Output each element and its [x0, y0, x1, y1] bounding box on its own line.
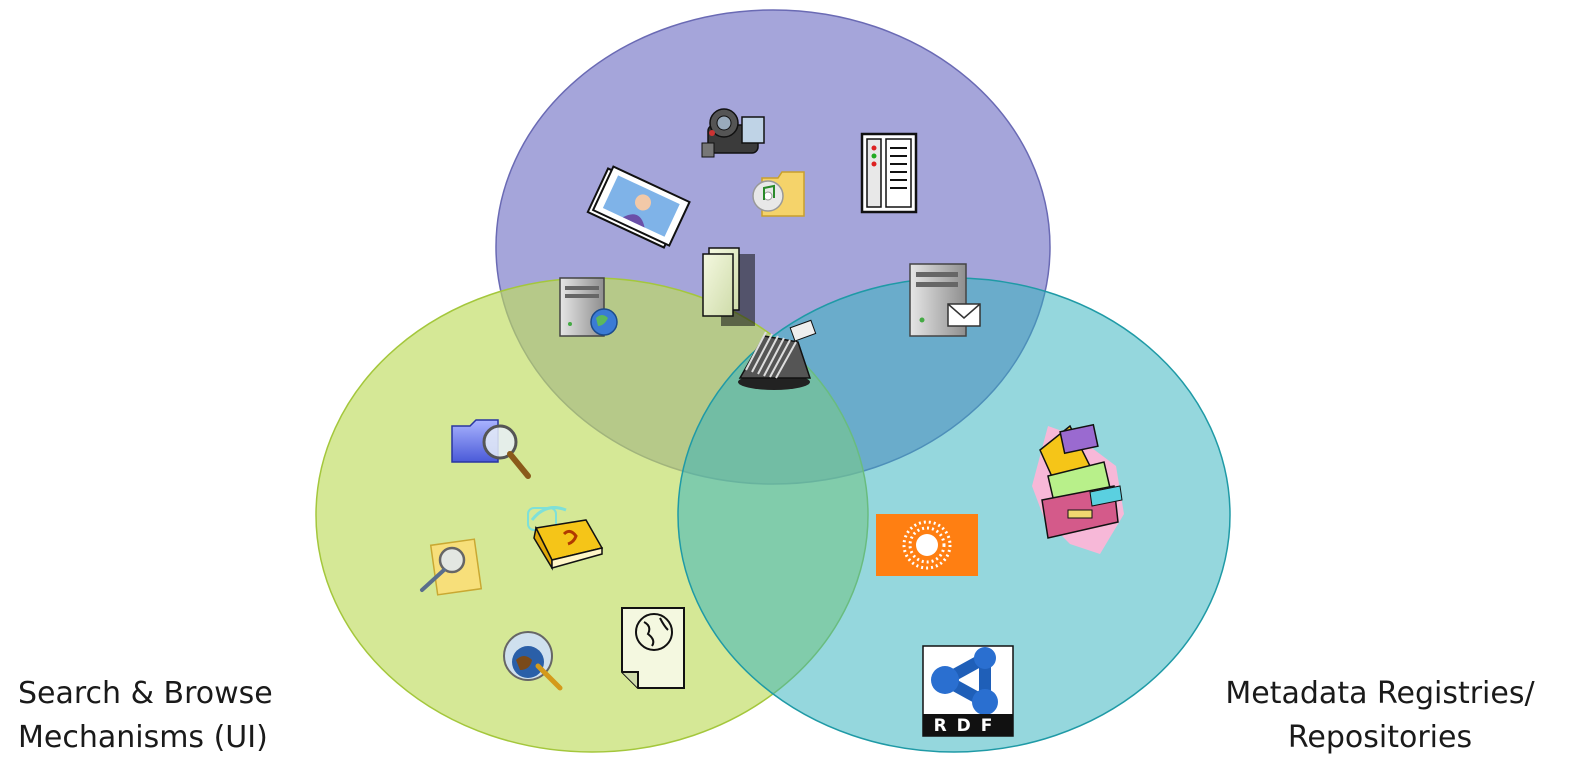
search-browse-label: Search & Browse Mechanisms (UI) [18, 672, 273, 760]
metadata-registries-label: Metadata Registries/ Repositories [1185, 672, 1575, 760]
rolodex-icon [738, 319, 817, 390]
metadata-registries-label-line1: Metadata Registries/ [1225, 676, 1535, 711]
folder-search-icon [451, 419, 531, 479]
search-browse-label-line2: Mechanisms (UI) [18, 720, 268, 755]
rdf-logo-text: RDF [934, 716, 1003, 736]
web-document-icon [621, 607, 685, 689]
web-server-icon [559, 277, 618, 337]
server-tower-icon [860, 132, 918, 214]
music-folder-icon [752, 171, 805, 217]
photo-stack-icon [586, 165, 691, 249]
metadata-registries-label-line2: Repositories [1287, 720, 1473, 755]
globe-search-icon [503, 631, 563, 691]
search-browse-label-line1: Search & Browse [18, 676, 273, 711]
search-note-icon [420, 538, 483, 596]
document-stack-icon [702, 247, 755, 326]
mail-server-icon [909, 263, 981, 337]
video-camera-icon [701, 108, 765, 158]
card-catalog-icon [1032, 423, 1124, 554]
feed-sun-icon [876, 514, 978, 576]
phone-book-icon [527, 506, 604, 571]
rdf-logo-icon: RDF [922, 645, 1014, 737]
